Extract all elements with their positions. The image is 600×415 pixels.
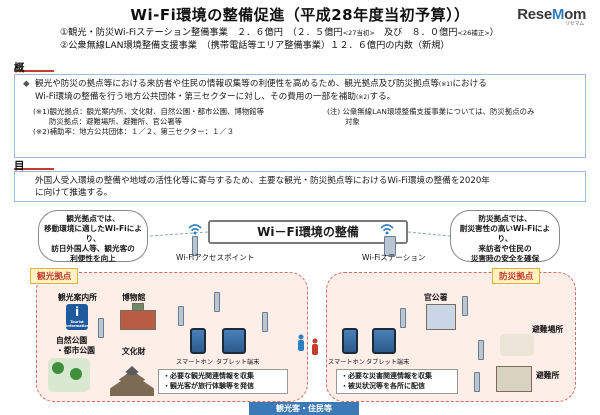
resemom-logo: ReseMom リセマム [517, 6, 586, 27]
tablet-icon [222, 328, 246, 354]
access-point-icon [262, 312, 268, 332]
bubble-tourism: 観光拠点では、 移動環境に適したWi-Fiにより、 訪日外国人等、観光客の 利便… [38, 210, 148, 263]
access-point-icon [192, 236, 198, 256]
access-point-icon [178, 306, 184, 326]
goal-box: 外国人受入環境の整備や地域の活性化等に寄与するため、主要な観光・防災拠点等におけ… [14, 171, 586, 202]
note-right-line-1: (注) 公衆無線LAN環境整備支援事業については、防災拠点のみ [327, 107, 535, 116]
tablet-icon [372, 328, 396, 354]
wifi-icon [380, 224, 394, 235]
access-point-icon [400, 308, 406, 328]
place-shelter: 避難所 [536, 371, 560, 380]
note-2: (※2)補助率：地方公共団体：１／２、第三セクター：１／３ [33, 127, 235, 136]
note-1-line-1: (※1)観光拠点：観光案内所、文化財、自然公園・都市公園、博物館等 [33, 107, 264, 116]
bullet-icon: ◆ [23, 79, 30, 89]
info-disaster: ・必要な災害関連情報を収集 ・被災状況等を各所に配信 [336, 369, 458, 394]
smartphone-icon [190, 328, 206, 354]
place-shelter-area: 避難場所 [532, 325, 564, 334]
wifi-environment-title: Wi－Fi環境の整備 [208, 220, 408, 244]
access-point-icon [474, 372, 480, 392]
overview-notes: (※1)観光拠点：観光案内所、文化財、自然公園・都市公園、博物館等 防災拠点：避… [23, 107, 577, 137]
note-right-line-2: 対象 [345, 117, 360, 126]
logo-text: ReseMom [517, 6, 586, 23]
tag-disaster: 防災拠点 [492, 268, 541, 284]
access-point-icon [478, 340, 484, 360]
tree-icon [52, 362, 64, 374]
tourist-info-icon: i Tourist Information [66, 304, 90, 330]
shelter-area-illustration [500, 334, 534, 356]
smartphone-icon [342, 328, 358, 354]
wifi-station-icon [384, 236, 396, 256]
tag-tourism: 観光拠点 [30, 268, 79, 284]
device-label-tablet: タブレット端末 [216, 359, 260, 366]
device-label-phone: スマートホン [176, 359, 213, 366]
place-government-office: 官公署 [424, 293, 448, 302]
page-title: Wi-Fi環境の整備促進（平成28年度当初予算）） [130, 6, 470, 24]
bottom-banner-users: 観光客・住民等 [249, 402, 359, 415]
shelter-building-icon [496, 366, 532, 392]
overview-box: ◆ 観光や防災の拠点等における来訪者や住民の情報収集等の利便性を高めるため、観光… [14, 74, 586, 158]
museum-building-icon [120, 310, 156, 330]
place-heritage: 文化財 [122, 347, 146, 356]
place-info-center: 観光案内所 [58, 293, 97, 302]
wifi-diagram: 観光拠点では、 移動環境に適したWi-Fiにより、 訪日外国人等、観光客の 利便… [0, 206, 600, 415]
budget-line-2: ②公衆無線LAN環境整備支援事業 （携帯電話等エリア整備事業）１２．６億円の内数… [60, 39, 450, 51]
overview-heading: 概 要： [14, 60, 54, 89]
note-1-line-2: 防災拠点：避難場所、避難所、官公署等 [49, 117, 183, 126]
place-park: 自然公園 ・都市公園 [56, 336, 95, 355]
goal-heading: 目 標： [14, 158, 54, 187]
museum-roof-icon [132, 303, 144, 311]
device-label-phone: スマートホン [328, 359, 365, 366]
office-building-icon [426, 304, 456, 330]
person-icon [312, 338, 318, 355]
station-label: Wi-Fiステーション [362, 253, 426, 262]
access-point-icon [98, 318, 104, 338]
goal-text-line-1: 外国人受入環境の整備や地域の活性化等に寄与するため、主要な観光・防災拠点等におけ… [35, 176, 490, 186]
tree-icon [70, 368, 82, 380]
person-icon [298, 334, 304, 351]
access-point-icon [462, 296, 468, 316]
logo-subtext: リセマム [565, 21, 584, 27]
access-point-icon [214, 292, 220, 312]
wifi-icon [188, 224, 202, 235]
info-tourism: ・必要な観光関連情報を収集 ・観光客が旅行体験等を発信 [158, 369, 288, 394]
device-label-tablet: タブレット端末 [366, 359, 410, 366]
goal-text-line-2: に向けて推進する。 [35, 188, 113, 198]
overview-text: ◆ 観光や防災の拠点等における来訪者や住民の情報収集等の利便性を高めるため、観光… [23, 79, 487, 102]
ap-label: Wi-Fiアクセスポイント [176, 253, 255, 262]
bubble-disaster: 防災拠点では、 耐災害性の高いWi-Fiにより、 来訪者や住民の 災害時の安全を… [450, 210, 560, 263]
diagram-backdrop [149, 231, 451, 237]
budget-summary: ①観光・防災Wi-Fiステーション整備事業 ２．６億円 （２．５億円<27当初>… [60, 27, 499, 51]
place-museum: 博物館 [122, 293, 146, 302]
budget-line-1: ①観光・防災Wi-Fiステーション整備事業 ２．６億円 （２．５億円<27当初>… [60, 27, 499, 38]
